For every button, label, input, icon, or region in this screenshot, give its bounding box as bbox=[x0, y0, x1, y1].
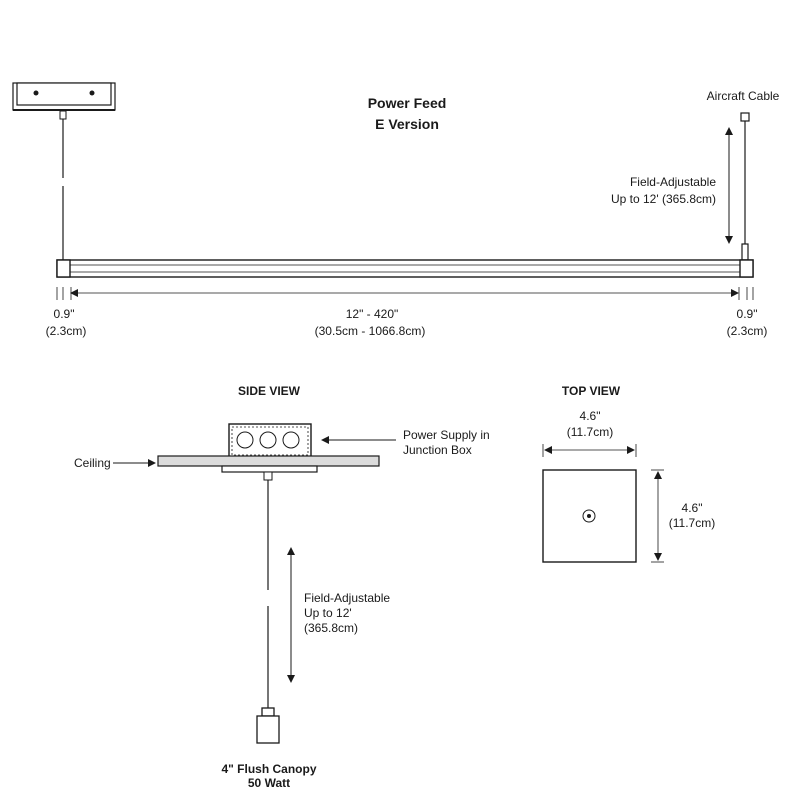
aircraft-cable-label: Aircraft Cable bbox=[706, 89, 780, 103]
aircraft-cable-right bbox=[740, 112, 750, 261]
top-depth-dimension bbox=[651, 469, 664, 563]
title-line-1: Power Feed bbox=[367, 95, 447, 111]
top-depth-dim-in: 4.6" bbox=[681, 501, 703, 515]
left-end-dim-in: 0.9" bbox=[53, 307, 75, 321]
top-view-heading: TOP VIEW bbox=[561, 384, 621, 398]
right-end-dim-in: 0.9" bbox=[736, 307, 758, 321]
side-adjust-label-line-1: Field-Adjustable bbox=[304, 591, 391, 605]
canopy-label-line-1: 4" Flush Canopy bbox=[221, 762, 317, 776]
fixture-bar bbox=[56, 259, 754, 278]
side-adjust-label-line-3: (365.8cm) bbox=[304, 621, 359, 635]
side-canopy-plate bbox=[221, 465, 318, 473]
top-depth-dim-cm: (11.7cm) bbox=[668, 516, 716, 530]
mount-screw-left bbox=[33, 90, 39, 96]
side-view-heading: SIDE VIEW bbox=[237, 384, 301, 398]
flush-canopy-fitting bbox=[256, 707, 280, 744]
front-adjust-label-line-2: Up to 12' (365.8cm) bbox=[610, 192, 716, 206]
ceiling-panel bbox=[157, 455, 380, 467]
power-supply-label-line-2: Junction Box bbox=[403, 443, 472, 457]
front-dimension-lines bbox=[56, 287, 754, 300]
length-dim-in: 12" - 420" bbox=[345, 307, 399, 321]
ceiling-label: Ceiling bbox=[74, 456, 111, 470]
front-adjust-label-line-1: Field-Adjustable bbox=[629, 175, 716, 189]
canopy-stem bbox=[59, 110, 67, 120]
title-line-2: E Version bbox=[375, 116, 439, 132]
length-dim-cm: (30.5cm - 1066.8cm) bbox=[314, 324, 426, 338]
top-width-dim-cm: (11.7cm) bbox=[566, 425, 614, 439]
mount-screw-right bbox=[89, 90, 95, 96]
junction-box bbox=[228, 423, 312, 459]
power-supply-label-line-1: Power Supply in bbox=[403, 428, 490, 442]
top-width-dim-in: 4.6" bbox=[579, 409, 601, 423]
top-width-dimension bbox=[542, 444, 637, 457]
top-cable-hole-center bbox=[587, 514, 591, 518]
canopy-label-line-2: 50 Watt bbox=[247, 776, 291, 790]
side-canopy-stem bbox=[263, 471, 273, 481]
side-adjust-label-line-2: Up to 12' bbox=[304, 606, 352, 620]
right-end-dim-cm: (2.3cm) bbox=[726, 324, 768, 338]
ceiling-canopy bbox=[12, 82, 116, 111]
left-end-dim-cm: (2.3cm) bbox=[45, 324, 87, 338]
